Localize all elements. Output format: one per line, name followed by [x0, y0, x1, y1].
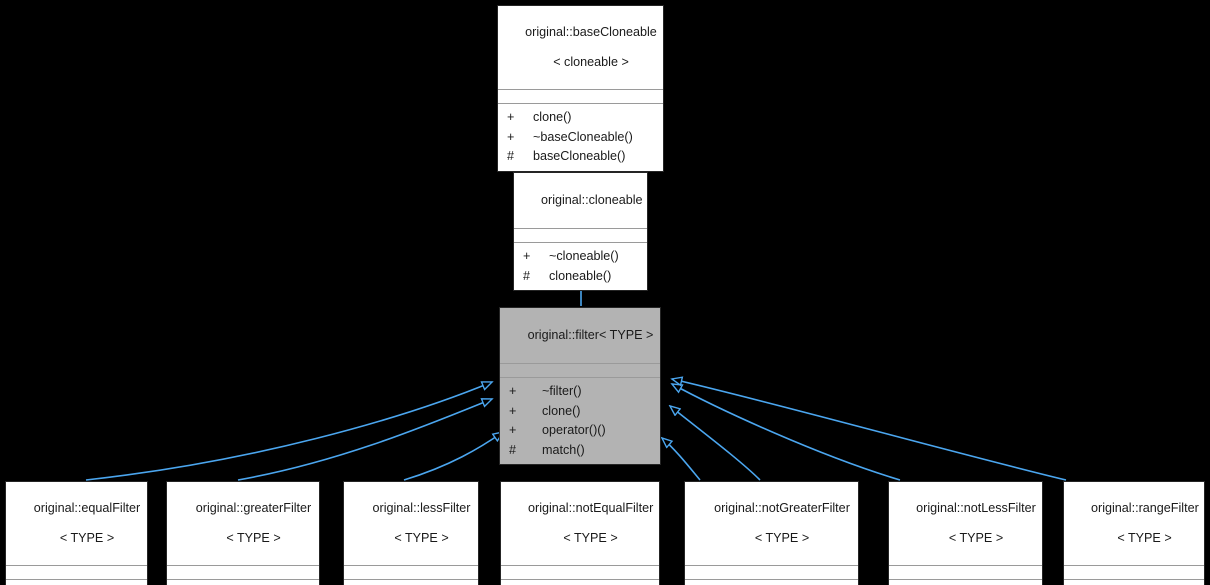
class-title-notLessFilter: original::notLessFilter < TYPE >	[889, 482, 1042, 566]
class-name: original::filter< TYPE >	[527, 328, 654, 342]
attributes-compartment	[685, 566, 858, 580]
class-title-notEqualFilter: original::notEqualFilter < TYPE >	[501, 482, 659, 566]
class-template-param: < TYPE >	[563, 531, 618, 545]
class-box-notEqualFilter[interactable]: original::notEqualFilter < TYPE > +notEq…	[500, 481, 660, 585]
operation-row: # match()	[500, 441, 660, 461]
operations-compartment: +rangeFilter() +clone()	[1064, 580, 1204, 585]
class-box-baseCloneable[interactable]: original::baseCloneable < cloneable > + c…	[497, 5, 664, 172]
visibility-marker: +	[509, 384, 517, 398]
class-box-greaterFilter[interactable]: original::greaterFilter < TYPE > +greate…	[166, 481, 320, 585]
class-name: original::lessFilter	[372, 501, 471, 515]
class-box-cloneable[interactable]: original::cloneable + ~cloneable() # clone…	[513, 172, 648, 291]
operation-row: + ~cloneable()	[514, 247, 647, 267]
operation-row: + ~baseCloneable()	[498, 128, 663, 148]
edge-lessFilter-to-filter	[403, 432, 503, 481]
class-template-param: < TYPE >	[948, 531, 1004, 545]
visibility-marker: +	[507, 110, 515, 124]
edge-rangeFilter-to-filter	[672, 379, 1067, 481]
visibility-marker: +	[509, 423, 517, 437]
attributes-compartment	[6, 566, 147, 580]
operation-name: operator()()	[542, 423, 606, 437]
class-box-notGreaterFilter[interactable]: original::notGreaterFilter < TYPE > +not…	[684, 481, 859, 585]
class-box-notLessFilter[interactable]: original::notLessFilter < TYPE > +notLes…	[888, 481, 1043, 585]
visibility-marker: #	[523, 268, 531, 283]
class-title-notGreaterFilter: original::notGreaterFilter < TYPE >	[685, 482, 858, 566]
class-name: original::notGreaterFilter	[714, 501, 850, 515]
attributes-compartment	[500, 364, 660, 378]
operation-row: + operator()()	[500, 421, 660, 441]
operations-compartment: +lessFilter() +clone()	[344, 580, 478, 585]
class-box-equalFilter[interactable]: original::equalFilter < TYPE > +equalFil…	[5, 481, 148, 585]
class-template-param: < TYPE >	[1117, 531, 1172, 545]
class-name: original::greaterFilter	[195, 501, 312, 515]
operations-compartment: +greaterFilter() +clone()	[167, 580, 319, 585]
attributes-compartment	[344, 566, 478, 580]
operation-row: + clone()	[498, 108, 663, 128]
operations-compartment: +notEqualFilter() +clone()	[501, 580, 659, 585]
visibility-marker: #	[509, 442, 517, 457]
edge-equalFilter-to-filter	[85, 382, 492, 481]
attributes-compartment	[514, 229, 647, 243]
class-template-param: < TYPE >	[226, 531, 281, 545]
class-title-greaterFilter: original::greaterFilter < TYPE >	[167, 482, 319, 566]
class-template-param: < TYPE >	[754, 531, 810, 545]
operations-compartment: +notGreaterFilter() +clone()	[685, 580, 858, 585]
class-name: original::notEqualFilter	[528, 501, 654, 515]
class-box-filter[interactable]: original::filter< TYPE > +~filter() +clo…	[499, 307, 661, 465]
operations-compartment: + ~cloneable() # cloneable()	[514, 243, 647, 290]
visibility-marker: +	[507, 129, 515, 144]
operations-compartment: + clone() + ~baseCloneable() # baseCloneabl…	[498, 104, 663, 171]
class-title-cloneable: original::cloneable	[514, 173, 647, 229]
edge-greaterFilter-to-filter	[237, 399, 492, 481]
operation-name: clone()	[533, 110, 572, 124]
operations-compartment: +notLessFilter() +clone()	[889, 580, 1042, 585]
class-box-rangeFilter[interactable]: original::rangeFilter < TYPE > +rangeFil…	[1063, 481, 1205, 585]
operations-compartment: +equalFilter() +clone()	[6, 580, 147, 585]
operation-row: # baseCloneable()	[498, 147, 663, 167]
operation-name: baseCloneable()	[533, 149, 626, 163]
visibility-marker: +	[509, 403, 517, 418]
operation-row: + clone()	[500, 402, 660, 422]
operation-name: clone()	[542, 403, 581, 418]
class-title-filter: original::filter< TYPE >	[500, 308, 660, 364]
operation-row: # cloneable()	[514, 267, 647, 287]
class-title-lessFilter: original::lessFilter < TYPE >	[344, 482, 478, 566]
operation-row: + ~filter()	[500, 382, 660, 402]
operation-name: match()	[542, 442, 585, 457]
operations-compartment: + ~filter() + clone() + operator()() # match…	[500, 378, 660, 464]
visibility-marker: +	[523, 249, 531, 263]
class-name: original::notLessFilter	[916, 501, 1036, 515]
class-box-lessFilter[interactable]: original::lessFilter < TYPE > +lessFilte…	[343, 481, 479, 585]
attributes-compartment	[889, 566, 1042, 580]
operation-name: ~baseCloneable()	[533, 129, 633, 144]
class-template-param: < cloneable >	[553, 55, 629, 69]
class-name: original::equalFilter	[33, 501, 141, 515]
edge-notGreaterFilter-to-filter	[670, 406, 761, 481]
operation-name: ~cloneable()	[549, 249, 619, 263]
class-title-baseCloneable: original::baseCloneable < cloneable >	[498, 6, 663, 90]
operation-name: ~filter()	[542, 384, 582, 398]
class-template-param: < TYPE >	[59, 531, 115, 545]
attributes-compartment	[498, 90, 663, 104]
class-template-param: < TYPE >	[394, 531, 449, 545]
attributes-compartment	[167, 566, 319, 580]
class-title-rangeFilter: original::rangeFilter < TYPE >	[1064, 482, 1204, 566]
edge-notLessFilter-to-filter	[672, 384, 901, 481]
operation-name: cloneable()	[549, 268, 612, 283]
edge-notEqualFilter-to-filter	[662, 438, 701, 481]
attributes-compartment	[501, 566, 659, 580]
visibility-marker: #	[507, 149, 515, 163]
class-name: original::rangeFilter	[1091, 501, 1199, 515]
attributes-compartment	[1064, 566, 1204, 580]
class-title-equalFilter: original::equalFilter < TYPE >	[6, 482, 147, 566]
class-name: original::baseCloneable	[525, 25, 657, 39]
class-name: original::cloneable	[541, 193, 643, 207]
